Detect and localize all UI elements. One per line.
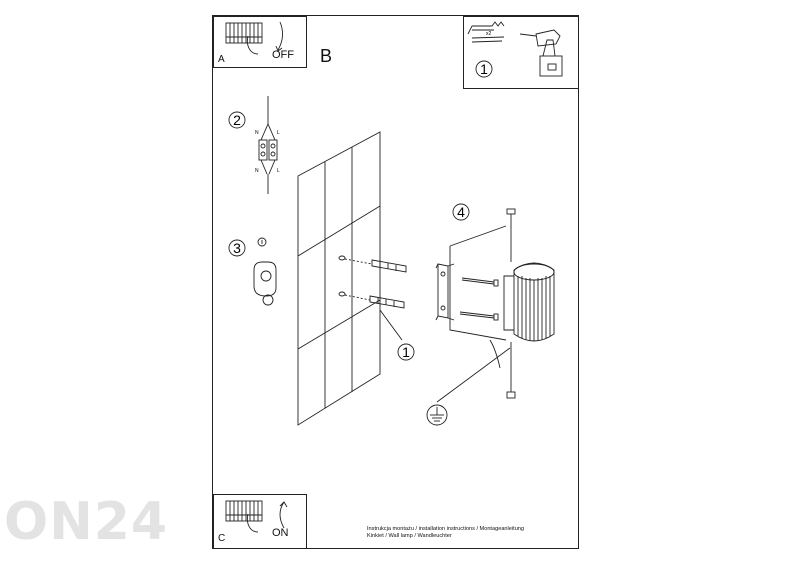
step-circle-1-tools <box>475 60 493 78</box>
step-number-1: 1 <box>402 344 410 360</box>
panel-a-switch-off: A OFF <box>213 16 307 68</box>
wire-label-n-top: N <box>255 130 259 136</box>
bracket-screws <box>459 277 499 321</box>
wall-tiles <box>297 131 381 426</box>
caption-line-2: Kinkiet / Wall lamp / Wandleuchter <box>367 533 452 539</box>
lamp-top-screw <box>506 208 516 262</box>
caption: Instrukcja montażu / installation instru… <box>367 526 524 540</box>
panel-b-letter: B <box>320 46 333 66</box>
step-circle-2 <box>228 111 246 129</box>
leader-ground <box>436 347 511 403</box>
step-circle-3 <box>228 239 246 257</box>
step-number-2: 2 <box>233 112 241 128</box>
wall-anchor-bottom <box>338 291 405 309</box>
lamp-bottom-screw <box>506 342 516 399</box>
multiplier-label: x2 <box>486 31 492 37</box>
instruction-sheet <box>212 15 579 549</box>
leader-step-4 <box>449 225 507 247</box>
step-number-4: 4 <box>457 204 465 220</box>
step-circle-4 <box>452 203 470 221</box>
step-number-3: 3 <box>233 240 241 256</box>
wire-connector-icon <box>258 96 278 194</box>
wire-label-n-bottom: N <box>255 168 259 174</box>
wall-lamp-body <box>503 262 555 342</box>
leader-step-1 <box>379 309 403 341</box>
ground-terminal-icon <box>253 237 277 306</box>
mounting-bracket <box>435 263 455 321</box>
step-number-1-tools: 1 <box>480 61 488 77</box>
terminal-block-icon-a <box>225 21 283 55</box>
wire-label-l-bottom: L <box>277 168 280 174</box>
step-circle-1 <box>397 343 415 361</box>
lamp-cable <box>489 339 501 369</box>
panel-c-switch-on: C ON <box>213 494 307 549</box>
terminal-block-icon-c <box>225 500 288 533</box>
caption-line-1: Instrukcja montażu / installation instru… <box>367 526 525 532</box>
panel-c-letter: C <box>218 533 226 544</box>
wire-label-l-top: L <box>277 130 280 136</box>
drill-icon <box>519 29 563 77</box>
wall-plugs-screws-icon <box>467 21 505 43</box>
panel-a-off-label: OFF <box>272 49 294 61</box>
ground-symbol-icon <box>426 404 448 426</box>
watermark: ON24 <box>4 492 169 552</box>
leader-lamp-bracket <box>449 246 507 341</box>
panel-c-on-label: ON <box>272 527 289 539</box>
wall-anchor-top <box>338 255 407 273</box>
panel-a-letter: A <box>218 54 225 65</box>
